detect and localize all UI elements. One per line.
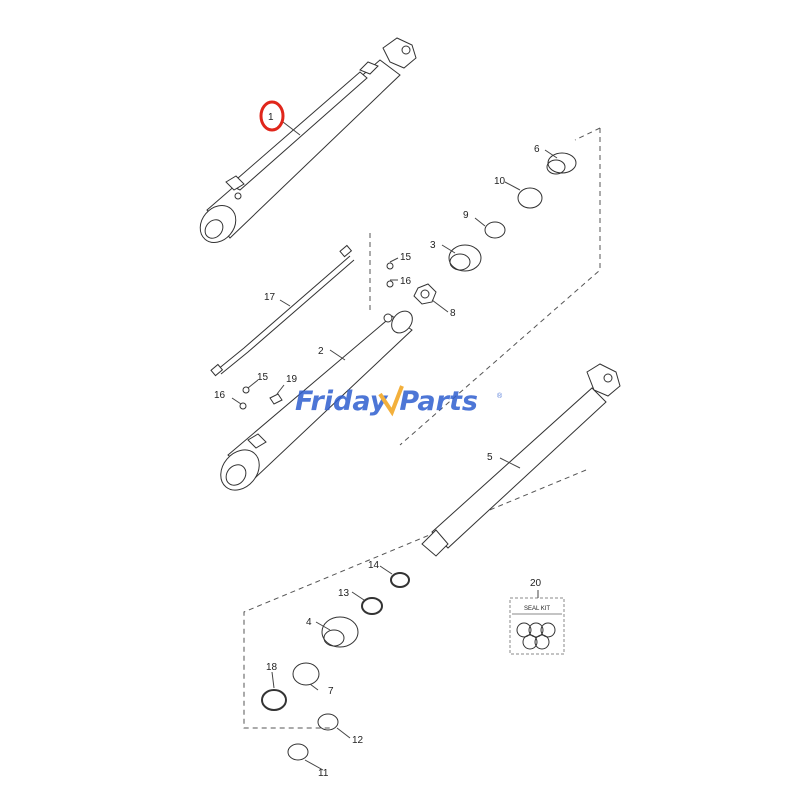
callout-19: 19	[286, 374, 298, 385]
callout-17: 17	[264, 292, 276, 303]
seal-kit-box	[509, 597, 565, 655]
upper-group-outline	[369, 127, 601, 446]
part-13-ring	[361, 597, 383, 615]
watermark-text-a: Friday	[295, 386, 389, 417]
part-8-nut	[413, 283, 437, 305]
leader-lines	[231, 121, 558, 771]
watermark-reg: ®	[497, 392, 503, 400]
callout-9: 9	[463, 210, 469, 221]
part-14-ring	[390, 572, 410, 588]
callout-13: 13	[338, 588, 350, 599]
callout-1: 1	[268, 112, 274, 123]
part-10-ring	[517, 187, 543, 209]
part-12-ring	[317, 713, 339, 731]
cylinder-assembly	[199, 37, 417, 243]
callout-labels: 1 2 3 4 5 6 7 8 9 10 11 12 13 14 15 16 1…	[214, 112, 542, 779]
part-6-bushing	[546, 152, 577, 175]
callout-8: 8	[450, 308, 456, 319]
callout-20: 20	[530, 578, 542, 589]
part-18-ring	[261, 689, 287, 711]
callout-15-upper: 15	[400, 252, 412, 263]
callout-15-lower: 15	[257, 372, 269, 383]
cylinder-barrel	[220, 310, 413, 491]
callout-14: 14	[368, 560, 380, 571]
part-3-gland	[448, 244, 482, 272]
callout-12: 12	[352, 735, 364, 746]
fitting-parts	[239, 262, 394, 410]
callout-4: 4	[306, 617, 312, 628]
callout-6: 6	[534, 144, 540, 155]
callout-2: 2	[318, 346, 324, 357]
watermark-text-b: Parts	[399, 386, 478, 417]
callout-16-upper: 16	[400, 276, 412, 287]
callout-16-lower: 16	[214, 390, 226, 401]
watermark-swoosh-icon	[378, 385, 404, 417]
callout-7: 7	[328, 686, 334, 697]
watermark: Friday Parts ®	[295, 385, 503, 417]
callout-18: 18	[266, 662, 278, 673]
callout-11: 11	[318, 768, 329, 779]
hydraulic-tube	[210, 244, 355, 377]
callout-5: 5	[487, 452, 493, 463]
seal-kit-label: SEAL KIT	[524, 606, 550, 612]
highlight-ring	[259, 100, 285, 132]
part-11-ring	[287, 743, 309, 761]
part-7-ring	[292, 662, 320, 686]
callout-10: 10	[494, 176, 506, 187]
callout-3: 3	[430, 240, 436, 251]
part-4-piston	[321, 616, 359, 648]
part-9-ring	[484, 221, 506, 239]
